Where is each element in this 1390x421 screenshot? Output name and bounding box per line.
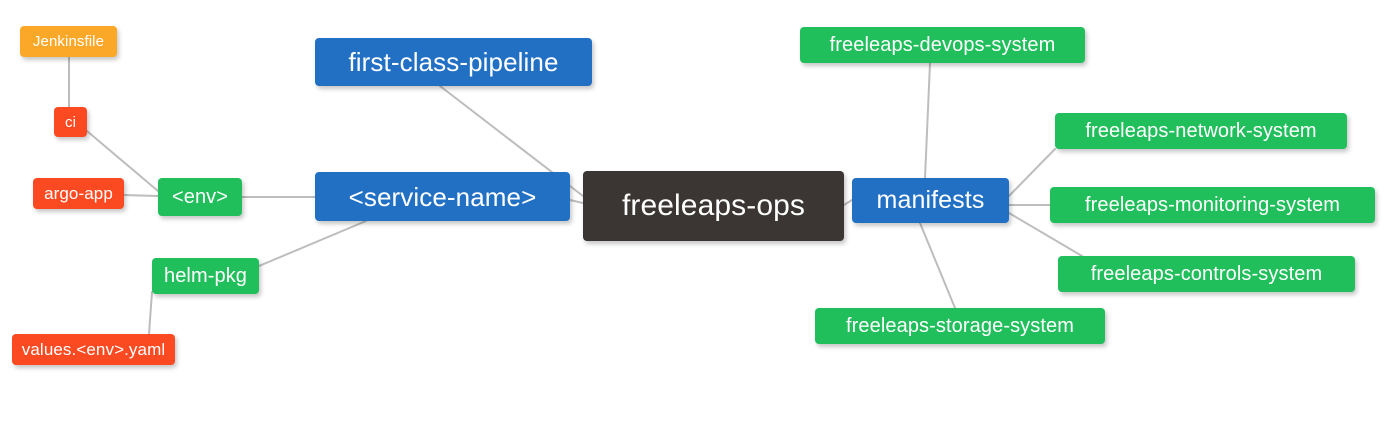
- edge-helm-to-valuesyaml: [148, 291, 153, 335]
- node-monitoring[interactable]: freeleaps-monitoring-system: [1050, 187, 1375, 223]
- edge-root-to-manifests: [843, 199, 853, 206]
- node-env[interactable]: <env>: [158, 178, 242, 216]
- edge-manifests-to-network: [1008, 148, 1056, 197]
- node-ci[interactable]: ci: [54, 107, 87, 137]
- node-devops[interactable]: freeleaps-devops-system: [800, 27, 1085, 63]
- node-valuesyaml[interactable]: values.<env>.yaml: [12, 334, 175, 365]
- edge-manifests-to-devops: [924, 62, 931, 179]
- edge-root-to-service: [569, 199, 584, 204]
- node-pipeline[interactable]: first-class-pipeline: [315, 38, 592, 86]
- node-argo[interactable]: argo-app: [33, 178, 124, 209]
- node-controls[interactable]: freeleaps-controls-system: [1058, 256, 1355, 292]
- node-storage[interactable]: freeleaps-storage-system: [815, 308, 1105, 344]
- node-helm[interactable]: helm-pkg: [152, 258, 259, 294]
- edge-service-to-helm: [258, 220, 367, 267]
- node-jenkinsfile[interactable]: Jenkinsfile: [20, 26, 117, 57]
- node-manifests[interactable]: manifests: [852, 178, 1009, 223]
- node-root[interactable]: freeleaps-ops: [583, 171, 844, 241]
- node-network[interactable]: freeleaps-network-system: [1055, 113, 1347, 149]
- edge-env-to-argo: [123, 194, 159, 197]
- node-service[interactable]: <service-name>: [315, 172, 570, 221]
- edge-manifests-to-storage: [919, 222, 956, 309]
